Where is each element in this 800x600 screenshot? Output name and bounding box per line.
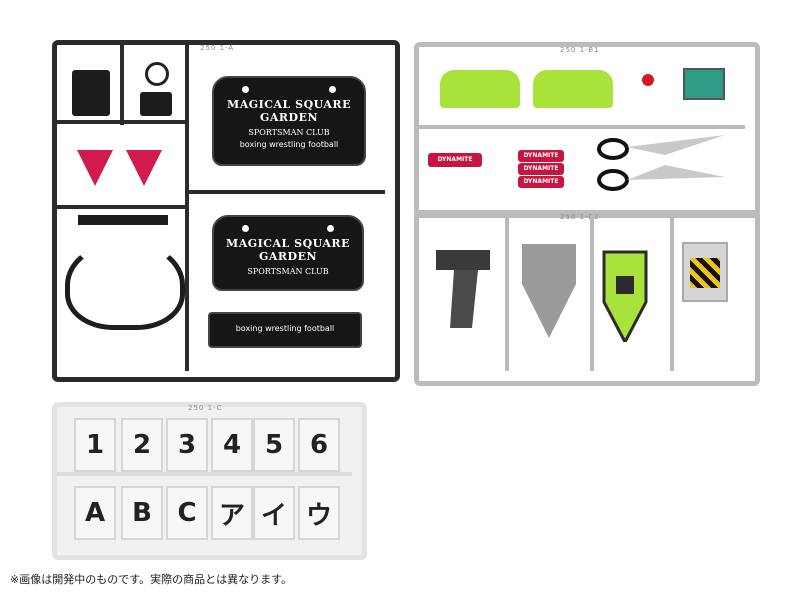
bag-hole	[329, 86, 336, 93]
scissors-part	[597, 135, 725, 191]
sprue-code-label: 250 1-C	[188, 404, 223, 412]
black-bracket-part	[140, 92, 172, 116]
dynamite-part: DYNAMITE	[518, 150, 564, 162]
bag-title: MAGICAL SQUARE GARDEN	[227, 98, 351, 124]
bag-subtitle: SPORTSMAN CLUB	[247, 267, 329, 276]
black-block-part	[72, 70, 110, 116]
sprue-gate	[670, 215, 674, 371]
grey-sprue-lower	[414, 210, 760, 386]
sprue-gate	[57, 205, 187, 209]
bag-hole	[242, 225, 249, 232]
number-tile: 1	[74, 418, 116, 472]
number-tile: 4	[211, 418, 253, 472]
gym-bag-part: MAGICAL SQUARE GARDEN SPORTSMAN CLUB	[212, 215, 364, 291]
sprue-gate	[120, 45, 124, 125]
sprue-gate	[590, 215, 594, 371]
sprue-gate	[185, 190, 385, 194]
sprue-gate	[419, 125, 745, 129]
gym-bag-part: MAGICAL SQUARE GARDEN SPORTSMAN CLUB box…	[212, 76, 366, 166]
lime-handle-part	[533, 70, 613, 108]
letter-tile: C	[166, 486, 208, 540]
bag-title: MAGICAL SQUARE GARDEN	[226, 237, 350, 263]
curved-frame-part	[65, 240, 185, 330]
round-knob-part	[145, 62, 169, 86]
bag-strip-part: boxing wrestling football	[208, 312, 362, 348]
lime-handle-part	[440, 70, 520, 108]
dynamite-part: DYNAMITE	[518, 163, 564, 175]
rail-part	[78, 215, 168, 225]
dynamite-part: DYNAMITE	[518, 176, 564, 188]
bag-sports-text: boxing wrestling football	[239, 140, 339, 149]
bag-hole	[242, 86, 249, 93]
sprue-code-label: 250 1-B1	[560, 46, 600, 54]
number-tile: 6	[298, 418, 340, 472]
hazard-box-part	[682, 242, 728, 302]
dynamite-part: DYNAMITE	[428, 153, 482, 167]
letter-tile: イ	[253, 486, 295, 540]
disclaimer-text: ※画像は開発中のものです。実際の商品とは異なります。	[10, 573, 293, 586]
bag-subtitle: SPORTSMAN CLUB	[248, 128, 330, 137]
bag-sports-text: boxing wrestling football	[235, 324, 335, 333]
letter-tile: ア	[211, 486, 253, 540]
sprue-gate	[57, 472, 352, 476]
grey-sprue-upper	[414, 42, 760, 218]
letter-tile: ウ	[298, 486, 340, 540]
number-tile: 2	[121, 418, 163, 472]
panel-sticker-part	[683, 68, 725, 100]
letter-tile: A	[74, 486, 116, 540]
pistol-part	[436, 250, 490, 328]
hazard-stripe	[690, 258, 720, 288]
number-tile: 5	[253, 418, 295, 472]
number-tile: 3	[166, 418, 208, 472]
sprue-gate	[505, 215, 509, 371]
black-sprue	[52, 40, 400, 382]
letter-tile: B	[121, 486, 163, 540]
sprue-code-label: 250 1-B2	[560, 213, 600, 221]
boat-part	[602, 250, 648, 342]
bag-hole	[327, 225, 334, 232]
red-bulb-part	[642, 74, 654, 86]
sprue-code-label: 250 1-A	[200, 44, 235, 52]
trowel-part	[522, 244, 576, 338]
sprue-gate	[185, 45, 189, 371]
